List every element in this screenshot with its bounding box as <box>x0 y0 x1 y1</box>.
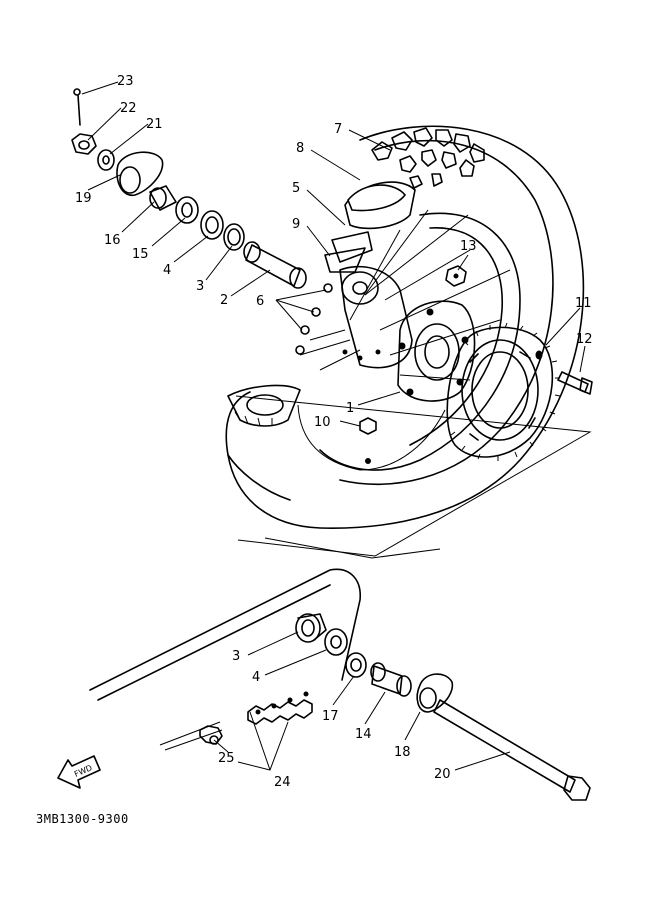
collar-16 <box>149 185 177 211</box>
rear-sprocket <box>446 322 561 461</box>
callout-3-upper: 3 <box>196 279 204 294</box>
swingarm-chain-guide <box>89 568 361 751</box>
rim <box>319 212 521 471</box>
spacer-2 <box>243 241 307 289</box>
callout-3-lower: 3 <box>232 649 240 664</box>
oil-seal-15 <box>175 196 199 224</box>
tire-tread <box>371 127 485 189</box>
bearing-4-right <box>324 628 348 656</box>
circlip-3-left <box>223 223 245 251</box>
callout-15: 15 <box>132 247 149 262</box>
callout-6: 6 <box>256 294 264 309</box>
axle-nut-22 <box>71 133 97 155</box>
callout-8: 8 <box>296 141 304 156</box>
brake-cover-assembly <box>324 181 416 273</box>
callout-5: 5 <box>292 181 300 196</box>
callout-11: 11 <box>575 296 592 311</box>
callout-23: 23 <box>117 74 134 89</box>
fwd-label: FWD <box>73 763 94 779</box>
spoke-nipples <box>295 283 333 355</box>
section-divider-lines <box>235 395 592 559</box>
rear-hub <box>339 265 413 369</box>
nut-10 <box>359 417 377 464</box>
washer-21-left <box>97 149 115 171</box>
chain-joint-25 <box>199 725 223 745</box>
callout-18: 18 <box>394 745 411 760</box>
drive-chain-24 <box>247 691 313 725</box>
rear-axle-20 <box>433 699 591 801</box>
callout-7: 7 <box>334 122 342 137</box>
callout-13: 13 <box>460 239 477 254</box>
adjuster-18 <box>416 673 454 713</box>
callout-20: 20 <box>434 767 451 782</box>
callout-22: 22 <box>120 101 137 116</box>
bearing-4-left <box>200 210 224 240</box>
callout-24: 24 <box>274 775 291 790</box>
drawing-code: 3MB1300-9300 <box>36 812 129 826</box>
callout-9: 9 <box>292 217 300 232</box>
oil-seal-17 <box>345 652 367 678</box>
callout-16: 16 <box>104 233 121 248</box>
callout-12: 12 <box>576 332 593 347</box>
adjuster-19 <box>116 151 164 196</box>
callout-19: 19 <box>75 191 92 206</box>
bolt-12 <box>557 371 593 395</box>
callout-10: 10 <box>314 415 331 430</box>
cotter-pin-23 <box>73 88 81 126</box>
callout-14: 14 <box>355 727 372 742</box>
callout-4-upper: 4 <box>163 263 171 278</box>
callout-17: 17 <box>322 709 339 724</box>
rear-tire <box>225 125 585 529</box>
callout-numbers: 23 22 21 19 16 15 4 3 2 6 7 8 5 9 13 11 … <box>75 74 593 790</box>
collar-14 <box>370 662 412 697</box>
rim-cutaway <box>227 384 301 427</box>
nut-13 <box>445 265 467 287</box>
callout-21: 21 <box>146 117 163 132</box>
callout-4-lower: 4 <box>252 670 260 685</box>
callout-25: 25 <box>218 751 235 766</box>
leader-lines <box>81 81 586 771</box>
callout-2: 2 <box>220 293 228 308</box>
bearing-3-right <box>295 613 327 643</box>
forward-direction-arrow: FWD <box>57 755 101 789</box>
callout-1: 1 <box>346 401 354 416</box>
